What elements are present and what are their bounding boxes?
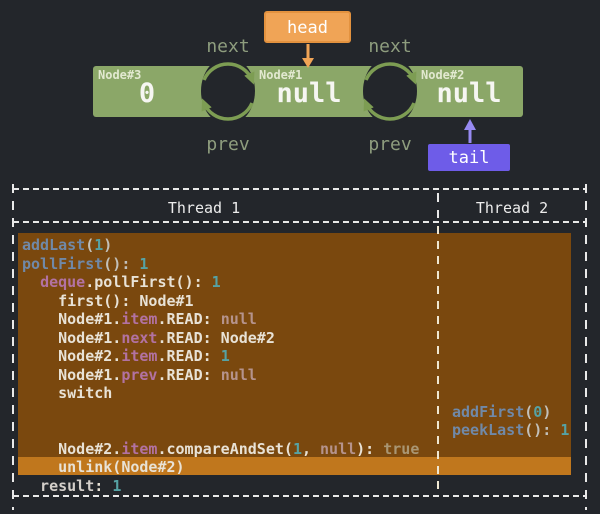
head-arrow-head — [302, 58, 314, 68]
column-divider-body — [437, 226, 439, 494]
node1-value: null — [276, 78, 341, 109]
link-gap-1 — [201, 57, 255, 125]
node1-label: Node#1 — [259, 68, 302, 82]
next-arrow-1 — [202, 62, 255, 85]
trace-line — [452, 273, 569, 292]
prev-label-2: prev — [368, 134, 411, 155]
head-pointer: head — [264, 11, 351, 68]
trace-line: Node#1.next.READ: Node#2 — [22, 328, 275, 347]
trace-line: addLast(1) — [22, 236, 113, 254]
trace-line: result: 1 — [22, 476, 122, 495]
thread1-header: Thread 1 — [167, 199, 241, 217]
unlink-highlight-row — [18, 457, 571, 475]
table-border-left — [12, 184, 14, 510]
node3-value: 0 — [139, 78, 155, 109]
thread1-trace: addLast(1)pollFirst(): 1 deque.pollFirst… — [22, 236, 419, 495]
trace-line — [452, 310, 569, 329]
trace-line — [452, 384, 569, 403]
trace-line: unlink(Node#2) — [22, 458, 185, 476]
column-divider-header — [437, 193, 439, 218]
deque-diagram: next next prev prev Node#3 Node#1 Node#2… — [93, 11, 523, 171]
head-box — [264, 11, 351, 43]
trace-line — [452, 477, 569, 496]
trace-line: deque.pollFirst(): 1 — [40, 273, 221, 291]
table-border-right — [585, 184, 587, 510]
tail-pointer: tail — [428, 119, 510, 171]
prev-label-1: prev — [206, 134, 249, 155]
next-arrow-2 — [364, 62, 417, 85]
trace-line — [452, 236, 569, 255]
trace-line — [22, 403, 419, 422]
trace-line — [452, 458, 569, 477]
trace-line: Node#1.item.READ: null — [22, 310, 257, 328]
node2-label: Node#2 — [421, 68, 464, 82]
trace-line: Node#1.prev.READ: null — [22, 365, 257, 384]
thread2-trace: addFirst(0)peekLast(): 1 — [452, 236, 569, 495]
trace-line: Node#2.item.READ: 1 — [22, 347, 230, 365]
trace-line — [452, 347, 569, 366]
node3-label: Node#3 — [98, 68, 141, 82]
table-border-bottom — [13, 495, 587, 497]
prev-arrow-2 — [363, 98, 416, 121]
trace-line: pollFirst(): 1 — [22, 254, 149, 273]
trace-line — [452, 255, 569, 274]
link-gap-2 — [363, 57, 417, 125]
node2-value: null — [436, 78, 501, 109]
trace-line — [452, 329, 569, 348]
tail-box — [428, 144, 510, 171]
trace-line: addFirst(0) — [452, 402, 552, 421]
table-border-top — [13, 188, 587, 190]
thread2-header: Thread 2 — [475, 199, 549, 217]
prev-arrow-1 — [201, 98, 254, 121]
tail-label: tail — [449, 148, 490, 168]
trace-line — [452, 440, 569, 459]
trace-body-background — [18, 233, 571, 475]
trace-line: peekLast(): 1 — [452, 421, 570, 439]
tail-arrow-head — [464, 119, 476, 130]
next-label-2: next — [368, 36, 411, 57]
head-label: head — [287, 18, 328, 38]
trace-line — [22, 421, 419, 440]
trace-line: first(): Node#1 — [22, 291, 194, 310]
header-underline — [13, 221, 587, 223]
trace-line: switch — [22, 384, 113, 402]
trace-line — [452, 292, 569, 311]
next-label-1: next — [206, 36, 249, 57]
trace-line — [452, 366, 569, 385]
trace-line: Node#2.item.compareAndSet(1, null): true — [22, 439, 420, 458]
